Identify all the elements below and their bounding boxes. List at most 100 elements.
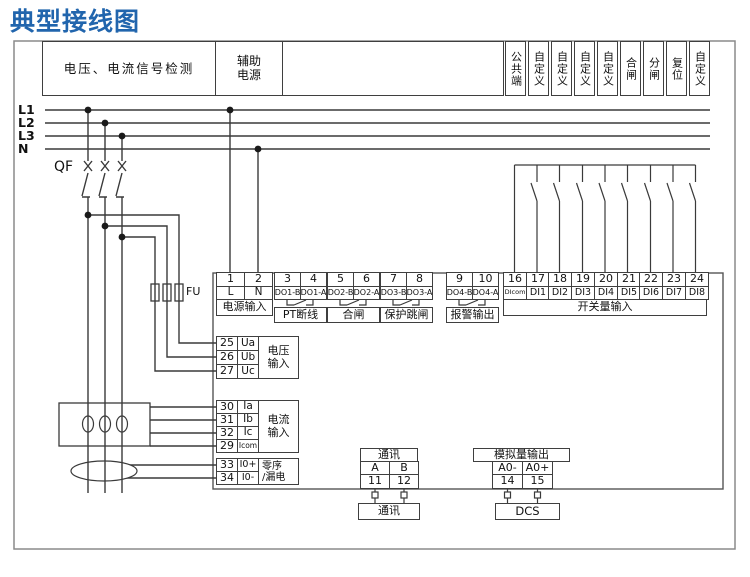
terminal-16-label: DIcom [503,286,527,300]
terminal-25: 25 [216,336,238,351]
mains-label-L1: L1 [18,103,35,117]
header-column-9: 自定义 [689,41,710,96]
terminal-9-label: DO4-B [446,286,473,300]
terminal-9: 9 [446,272,473,287]
fuse-label: FU [186,285,201,298]
terminal-4: 4 [300,272,327,287]
terminal-25-label: Ua [237,336,259,351]
terminal-10: 10 [472,272,499,287]
terminal-29-label: Icom [237,439,259,453]
terminal-11: 11 [360,474,390,489]
di-caption: 开关量输入 [503,299,707,316]
terminal-8: 8 [406,272,433,287]
terminal-24-label: DI8 [685,286,709,300]
comm-title: 通讯 [360,448,418,462]
terminal-32-label: Ic [237,426,259,440]
terminal-7-label: DO3-B [380,286,407,300]
header-column-3: 自定义 [551,41,572,96]
terminal-1-label: L [216,286,245,300]
current-input-caption: 电流输入 [258,400,299,453]
comm-external-box: 通讯 [358,503,420,520]
terminal-23: 23 [662,272,686,287]
terminal-32: 32 [216,426,238,440]
header-column-6: 合闸 [620,41,641,96]
terminal-15: 15 [522,474,553,489]
do-group-caption-4: 报警输出 [446,307,499,323]
external-connectors [371,489,542,503]
terminal-34-label: I0- [237,471,259,485]
voltage-tap-wires [88,214,217,372]
terminal-27: 27 [216,364,238,379]
zero-seq-ct [70,460,138,482]
mains-label-N: N [18,142,29,156]
mains-label-L3: L3 [18,129,35,143]
comm-col-B: B [389,461,419,475]
terminal-33-label: I0+ [237,458,259,472]
header-column-8: 复位 [666,41,687,96]
terminal-19-label: DI3 [571,286,595,300]
terminal-20-label: DI4 [594,286,618,300]
terminal-5: 5 [327,272,354,287]
page-title: 典型接线图 [10,7,141,36]
header-aux-power: 辅助电源 [215,41,283,96]
comm-col-A: A [360,461,390,475]
header-column-7: 分闸 [643,41,664,96]
zero-seq-caption-line2: /漏电 [262,471,286,483]
zero-seq-caption: 零序/漏电 [258,458,299,485]
terminal-31-label: Ib [237,413,259,427]
do-group-caption-1: PT断线 [274,307,327,323]
terminal-33: 33 [216,458,238,472]
header-column-4: 自定义 [574,41,595,96]
header-column-5: 自定义 [597,41,618,96]
terminal-8-label: DO3-A [406,286,433,300]
power-input-caption: 电源输入 [216,299,273,316]
terminal-31: 31 [216,413,238,427]
terminal-5-label: DO2-B [327,286,354,300]
do-group-caption-2: 合闸 [327,307,380,323]
aux-power-wires [229,110,259,272]
header-column-2: 自定义 [528,41,549,96]
terminal-18-label: DI2 [548,286,572,300]
terminal-30-label: Ia [237,400,259,414]
junction-dots [84,106,262,241]
terminal-21: 21 [617,272,641,287]
mains-label-L2: L2 [18,116,35,130]
terminal-7: 7 [380,272,407,287]
terminal-22-label: DI6 [639,286,663,300]
terminal-24: 24 [685,272,709,287]
terminal-14: 14 [492,474,523,489]
di-switch-bus [513,164,697,272]
do-group-caption-3: 保护跳闸 [380,307,433,323]
terminal-18: 18 [548,272,572,287]
terminal-19: 19 [571,272,595,287]
terminal-3-label: DO1-B [274,286,301,300]
voltage-input-caption: 电压输入 [258,336,299,379]
terminal-6: 6 [353,272,380,287]
terminal-29: 29 [216,439,238,453]
terminal-26: 26 [216,350,238,365]
zero-seq-caption-line1: 零序 [262,460,282,472]
ct-secondary-wires [150,406,217,447]
phase-feeders [81,110,127,493]
analog-col-2: A0+ [522,461,553,475]
terminal-1: 1 [216,272,245,287]
terminal-6-label: DO2-A [353,286,380,300]
terminal-22: 22 [639,272,663,287]
breaker-label: QF [54,159,74,175]
fuse-symbols [150,283,184,302]
terminal-23-label: DI7 [662,286,686,300]
terminal-34: 34 [216,471,238,485]
terminal-2: 2 [244,272,273,287]
terminal-10-label: DO4-A [472,286,499,300]
header-column-1: 公共端 [505,41,526,96]
terminal-21-label: DI5 [617,286,641,300]
terminal-30: 30 [216,400,238,414]
relay-contact-symbols [286,299,486,306]
header-signal-detection: 电压、电流信号检测 [42,41,216,96]
terminal-12: 12 [389,474,419,489]
terminal-20: 20 [594,272,618,287]
terminal-26-label: Ub [237,350,259,365]
terminal-27-label: Uc [237,364,259,379]
terminal-2-label: N [244,286,273,300]
